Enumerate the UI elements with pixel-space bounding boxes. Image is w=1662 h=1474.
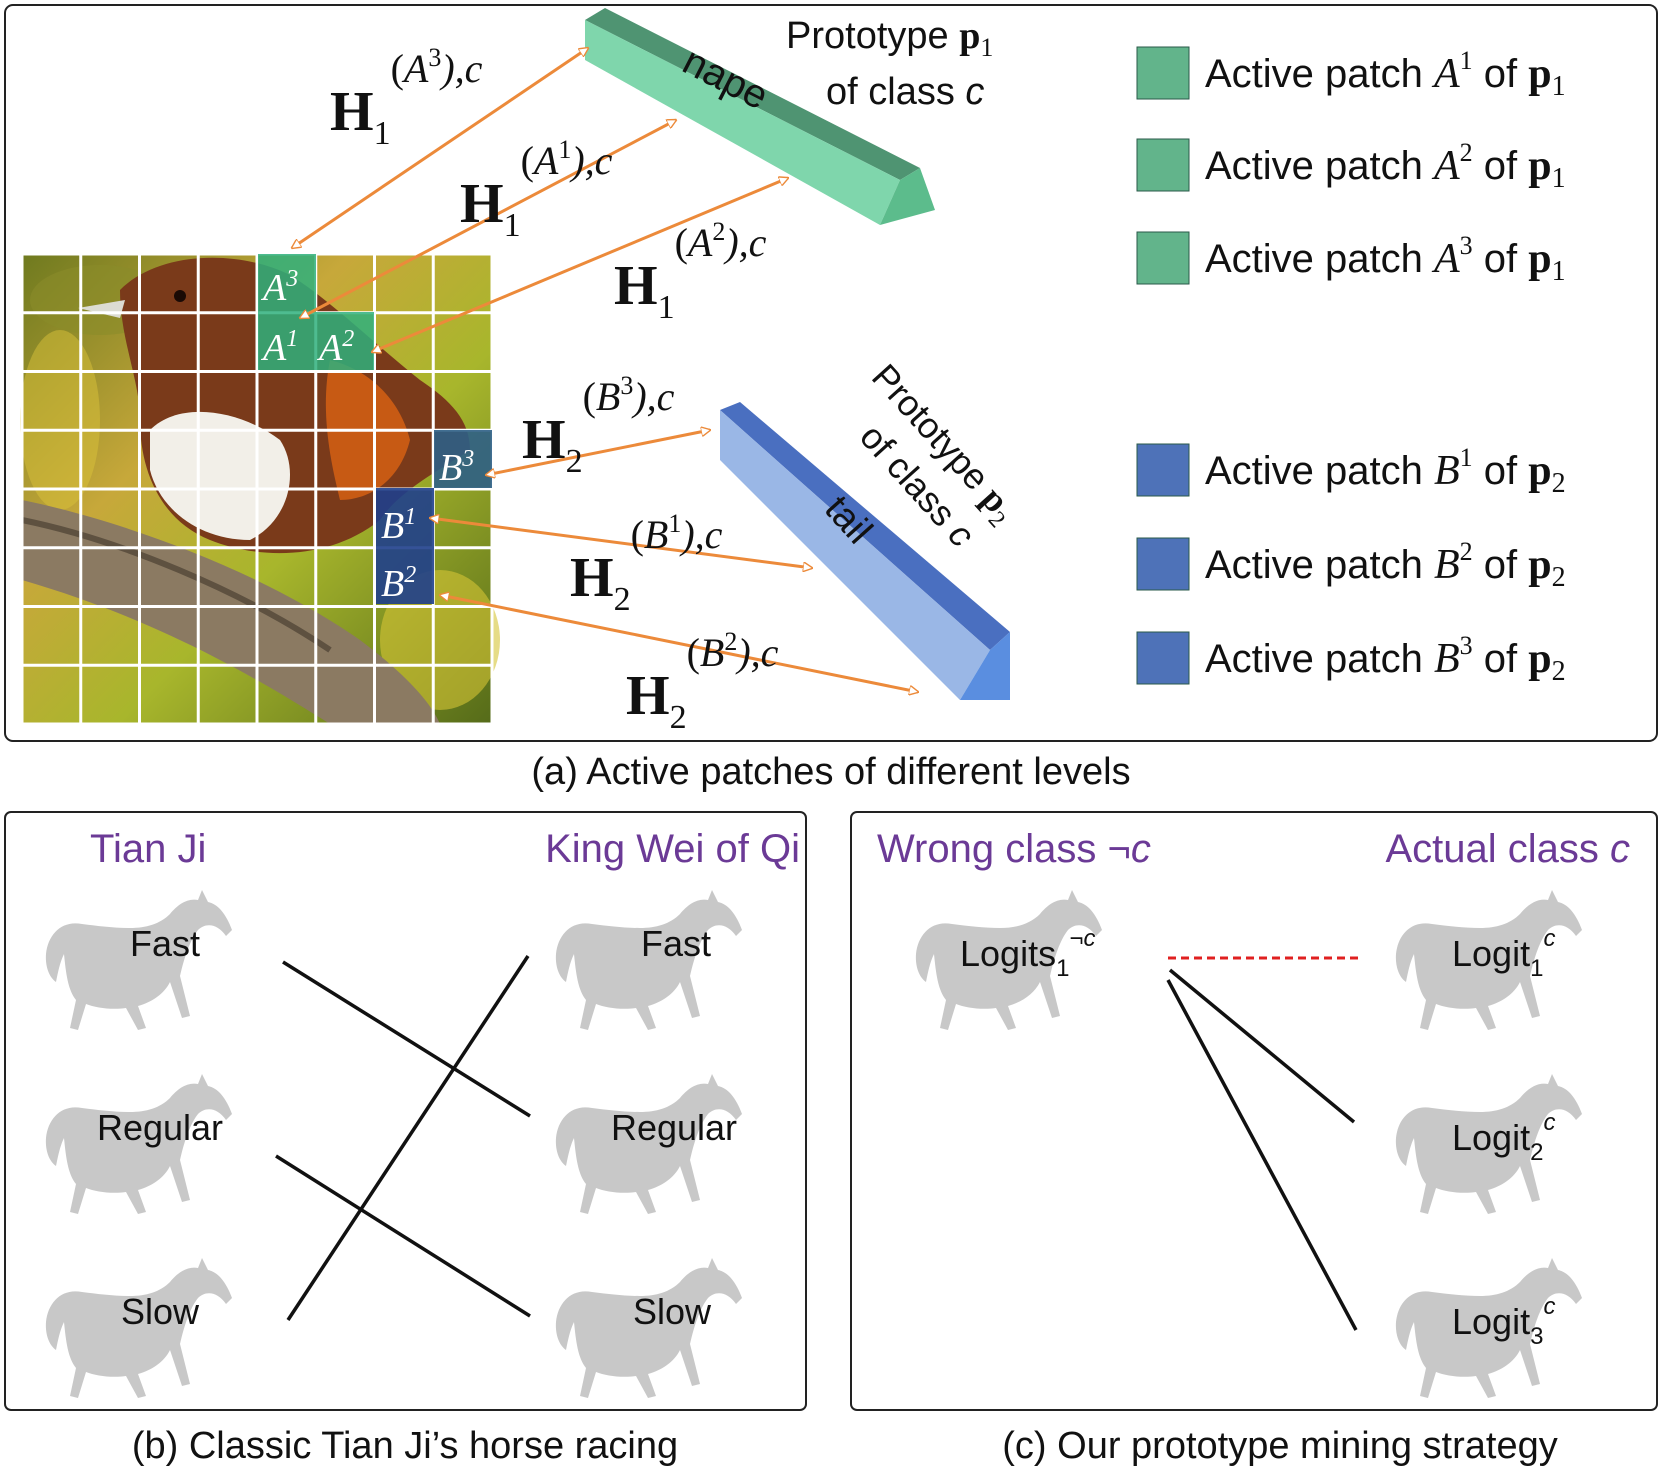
arrow-b3 xyxy=(486,430,710,475)
prototype-p2-prism: tail xyxy=(720,402,1010,700)
patch-label-b3: B3 xyxy=(439,446,474,489)
h-label-b1: H2(B1),c xyxy=(570,509,723,618)
caption-a: (a) Active patches of different levels xyxy=(531,751,1130,793)
legend-swatch xyxy=(1136,443,1190,497)
legend-swatch xyxy=(1136,631,1190,685)
legend-label: Active patch A1 of p1 xyxy=(1205,46,1566,102)
actual-class-title: Actual class c xyxy=(1385,827,1630,871)
similarity-arrows xyxy=(292,48,918,692)
tian-ji-title: Tian Ji xyxy=(90,827,206,871)
prototype-p1-title: Prototype p1 xyxy=(786,15,993,62)
patch-b3 xyxy=(434,430,492,488)
king-wei-title: King Wei of Qi xyxy=(545,827,800,871)
king-wei-regular-label: Regular xyxy=(611,1107,737,1148)
link-to-logit-2 xyxy=(1168,968,1356,1124)
caption-c: (c) Our prototype mining strategy xyxy=(1002,1425,1557,1467)
h-label-b3: H2(B3),c xyxy=(522,371,675,480)
wrong-logit-label: Logits1¬c xyxy=(960,925,1095,982)
caption-b: (b) Classic Tian Ji’s horse racing xyxy=(132,1425,678,1467)
legend-label: Active patch B3 of p2 xyxy=(1205,631,1566,687)
arrow-a2 xyxy=(372,178,788,352)
actual-logit-1-label: Logit1c xyxy=(1452,925,1555,982)
legend-label: Active patch B1 of p2 xyxy=(1205,443,1566,499)
panel-c-frame xyxy=(850,811,1658,1411)
arrow-b1 xyxy=(430,518,812,568)
arrow-b2 xyxy=(440,595,918,692)
king-wei-slow-label: Slow xyxy=(633,1291,712,1332)
patch-b1 xyxy=(376,488,434,546)
patch-label-a1: A1 xyxy=(260,326,298,369)
race-matchups xyxy=(275,955,531,1321)
patch-label-a3: A3 xyxy=(260,266,298,309)
tian-ji-slow-label: Slow xyxy=(121,1291,200,1332)
wrong-class-title: Wrong class ¬c xyxy=(877,827,1151,871)
prototype-p1-prism: nape xyxy=(585,8,935,225)
match-slow-vs-fast xyxy=(286,955,530,1321)
tian-ji-regular-label: Regular xyxy=(97,1107,223,1148)
patch-b2 xyxy=(376,546,434,604)
blue-patches xyxy=(376,430,492,604)
legend-swatch xyxy=(1136,138,1190,192)
panel-a-frame xyxy=(4,4,1658,742)
patch-a2 xyxy=(316,312,374,370)
legend-label: Active patch A3 of p1 xyxy=(1205,231,1566,287)
h-label-a1: H1(A1),c xyxy=(460,135,613,244)
h-label-a2: H1(A2),c xyxy=(614,217,767,326)
h-label-a3: H1(A3),c xyxy=(330,43,483,152)
king-wei-fast-label: Fast xyxy=(641,923,711,964)
patch-label-b1: B1 xyxy=(381,504,416,547)
match-fast-vs-regular xyxy=(282,960,531,1118)
link-to-logit-3 xyxy=(1166,979,1358,1331)
logit-links xyxy=(1166,968,1358,1331)
legend-swatch xyxy=(1136,537,1190,591)
legend: Active patch A1 of p1 Active patch A2 of … xyxy=(1136,46,1566,687)
legend-swatch xyxy=(1136,231,1190,285)
tian-ji-fast-label: Fast xyxy=(130,923,200,964)
actual-logit-2-label: Logit2c xyxy=(1452,1109,1555,1166)
legend-swatch xyxy=(1136,46,1190,100)
prototype-p1-class: of class c xyxy=(826,71,984,113)
actual-logit-3-label: Logit3c xyxy=(1452,1293,1555,1350)
patch-label-a2: A2 xyxy=(316,326,354,369)
panel-b-frame xyxy=(4,811,807,1411)
patch-label-b2: B2 xyxy=(381,562,416,605)
patch-a1 xyxy=(258,312,316,370)
legend-label: Active patch B2 of p2 xyxy=(1205,537,1566,593)
h-label-b2: H2(B2),c xyxy=(626,627,779,736)
legend-label: Active patch A2 of p1 xyxy=(1205,138,1566,194)
match-regular-vs-slow xyxy=(275,1154,531,1318)
